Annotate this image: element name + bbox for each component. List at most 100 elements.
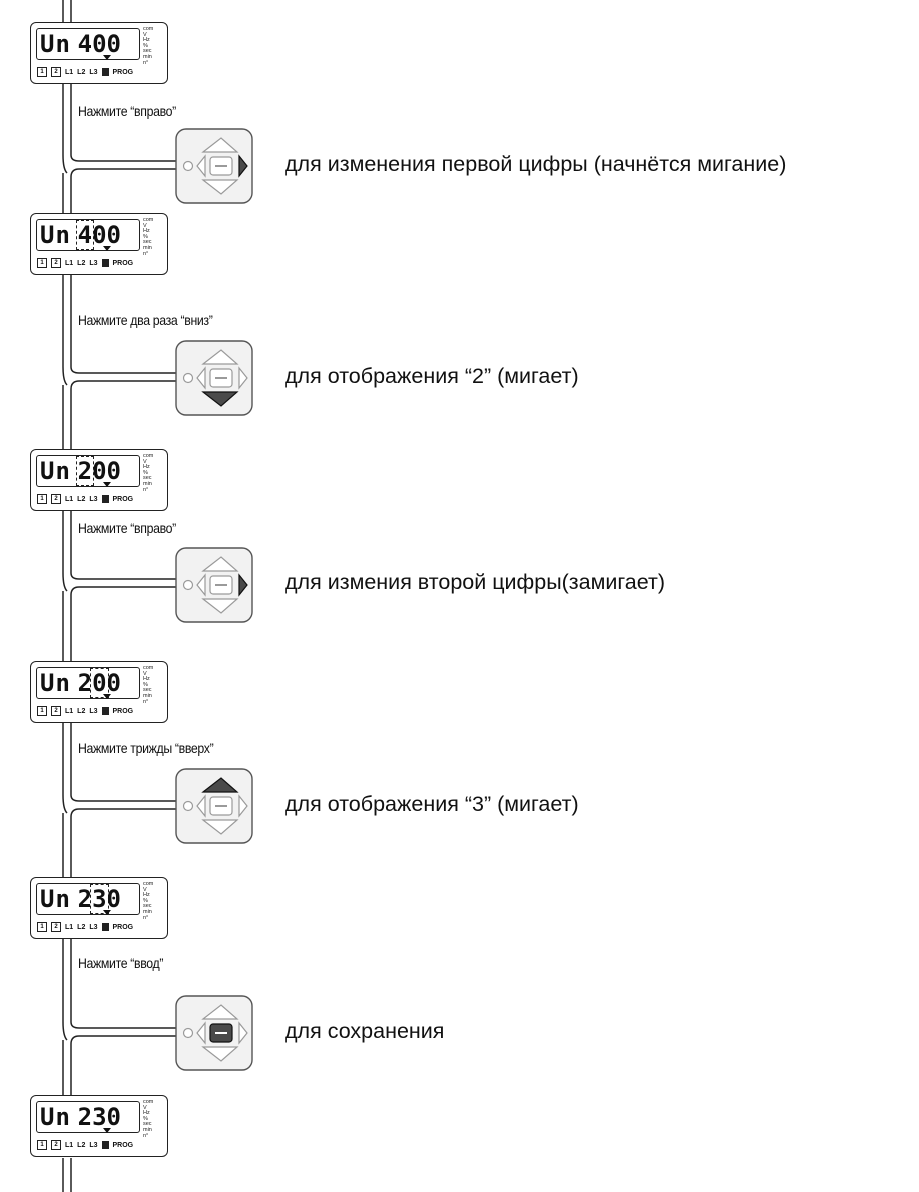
up-key-icon bbox=[201, 137, 239, 153]
unit-label: sec bbox=[143, 48, 152, 55]
down-key-icon bbox=[201, 1046, 239, 1062]
cursor-triangle-icon bbox=[103, 246, 111, 251]
lcd-digit: 2 bbox=[77, 885, 93, 913]
lcd-label: Un bbox=[40, 221, 71, 249]
right-key-icon bbox=[238, 794, 248, 818]
right-key-icon bbox=[238, 366, 248, 390]
led-icon bbox=[182, 800, 194, 812]
status-box: 1 bbox=[37, 922, 47, 932]
lcd-value: 400 bbox=[74, 219, 121, 251]
status-label: PROG bbox=[112, 1141, 134, 1149]
status-indicator-icon bbox=[101, 68, 109, 76]
unit-label: n° bbox=[143, 914, 149, 921]
lcd-digit: 0 bbox=[106, 1103, 121, 1131]
left-key-icon bbox=[196, 794, 206, 818]
step-instruction: для отображения “2” (мигает) bbox=[285, 364, 579, 388]
status-label: L2 bbox=[77, 259, 86, 267]
status-label: PROG bbox=[112, 923, 134, 931]
unit-label: sec bbox=[143, 1121, 152, 1128]
unit-label: com bbox=[143, 217, 154, 223]
flow-branch bbox=[70, 380, 178, 390]
flow-branch bbox=[70, 168, 178, 178]
lcd-digit: 4 bbox=[74, 219, 96, 251]
step-instruction: для сохранения bbox=[285, 1019, 445, 1043]
lcd-value: 400 bbox=[78, 31, 121, 57]
status-label: L3 bbox=[89, 259, 98, 267]
status-box: 2 bbox=[51, 706, 61, 716]
unit-label: V bbox=[143, 1104, 147, 1111]
lcd-digit: 0 bbox=[106, 30, 121, 58]
cursor-triangle-icon bbox=[103, 694, 111, 699]
status-box: 2 bbox=[51, 258, 61, 268]
lcd-digit: 2 bbox=[77, 1103, 93, 1131]
unit-label: min bbox=[143, 908, 152, 915]
unit-label: sec bbox=[143, 687, 152, 694]
status-box: 2 bbox=[51, 67, 61, 77]
status-label: L1 bbox=[65, 259, 74, 267]
lcd-value: 230 bbox=[77, 883, 121, 915]
status-label: L2 bbox=[77, 495, 86, 503]
flow-branch bbox=[62, 794, 68, 814]
lcd-digit: 0 bbox=[106, 669, 121, 697]
led-icon bbox=[182, 579, 194, 591]
flow-branch bbox=[70, 366, 178, 374]
status-label: L2 bbox=[77, 707, 86, 715]
lcd-label: Un bbox=[40, 669, 71, 697]
status-box: 1 bbox=[37, 67, 47, 77]
led-icon bbox=[182, 160, 194, 172]
unit-label: com bbox=[143, 881, 154, 887]
keypad-up bbox=[175, 768, 253, 844]
status-label: L1 bbox=[65, 68, 74, 76]
unit-label: n° bbox=[143, 250, 149, 257]
unit-label: % bbox=[143, 681, 148, 688]
cursor-triangle-icon bbox=[103, 1128, 111, 1133]
left-key-icon bbox=[196, 573, 206, 597]
unit-label: com bbox=[143, 665, 154, 671]
down-key-icon bbox=[201, 598, 239, 614]
lcd-digit: 2 bbox=[74, 455, 96, 487]
keypad-enter bbox=[175, 995, 253, 1071]
flow-branch bbox=[70, 586, 178, 596]
lcd-digit: 0 bbox=[106, 457, 121, 485]
unit-label: sec bbox=[143, 475, 152, 482]
flow-branch bbox=[62, 366, 68, 386]
status-label: PROG bbox=[112, 259, 134, 267]
unit-label: Hz bbox=[143, 228, 150, 235]
unit-label: n° bbox=[143, 1132, 149, 1139]
status-indicator-icon bbox=[101, 259, 109, 267]
unit-label: V bbox=[143, 670, 147, 677]
unit-label: % bbox=[143, 897, 148, 904]
lcd-label: Un bbox=[40, 30, 71, 58]
lcd-digit: 3 bbox=[88, 883, 111, 915]
unit-label: com bbox=[143, 26, 154, 32]
unit-label: V bbox=[143, 31, 147, 38]
step-caption: Нажмите два раза “вниз” bbox=[78, 312, 213, 328]
unit-label: V bbox=[143, 222, 147, 229]
step-caption: Нажмите “ввод” bbox=[78, 955, 164, 971]
unit-label: sec bbox=[143, 903, 152, 910]
flow-branch bbox=[70, 154, 178, 162]
lcd-screen: Un 400 bbox=[36, 28, 140, 60]
status-box: 1 bbox=[37, 706, 47, 716]
status-label: L2 bbox=[77, 923, 86, 931]
unit-label: sec bbox=[143, 239, 152, 246]
up-key-icon bbox=[201, 1004, 239, 1020]
up-key-icon bbox=[201, 556, 239, 572]
lcd-value: 200 bbox=[74, 455, 121, 487]
status-indicator-icon bbox=[101, 707, 109, 715]
status-label: PROG bbox=[112, 495, 134, 503]
